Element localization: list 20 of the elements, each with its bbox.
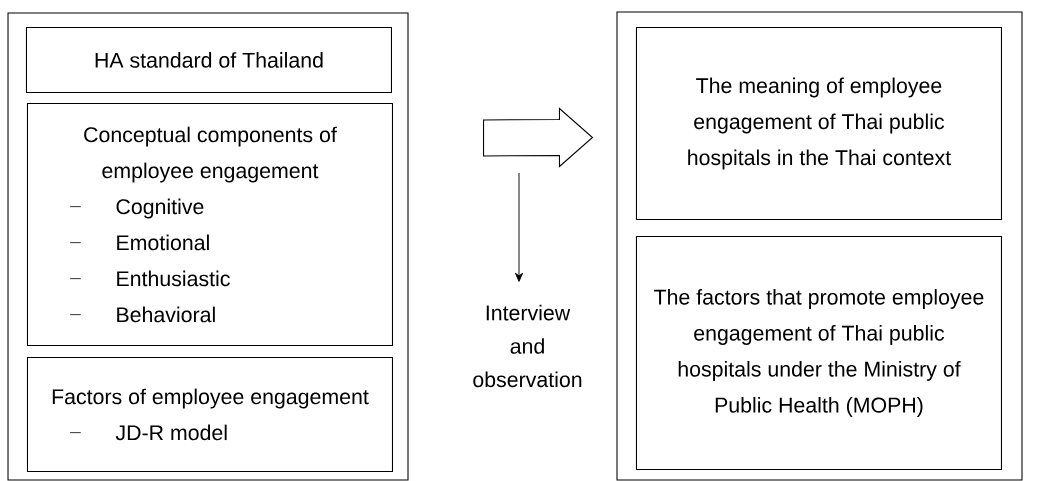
- block-arrow: [483, 107, 594, 168]
- box-heading: Factors of employee engagement: [52, 388, 369, 409]
- list-item: Emotional: [117, 234, 209, 251]
- list-item: Behavioral: [117, 306, 215, 323]
- text-box: [635, 235, 1002, 470]
- group-frame: [7, 12, 409, 481]
- text-box: [635, 26, 1002, 220]
- method-label: Interview and observation: [473, 304, 582, 388]
- box-heading: Conceptual components of employee engagement: [84, 126, 337, 183]
- list-box: [26, 102, 393, 346]
- list-box: [26, 356, 393, 472]
- box-text: The meaning of employee engagement of Thai public hospitals in the Thai context: [688, 77, 951, 170]
- text-box: [25, 26, 392, 93]
- list-item: JD-R model: [115, 424, 227, 441]
- list-item: Cognitive: [116, 198, 204, 219]
- box-text: The factors that promote employee engagement of Thai public hospitals under the Ministry of Public Health (MOPH): [654, 289, 984, 417]
- list-item: Enthusiastic: [117, 270, 230, 287]
- group-frame: [616, 11, 1023, 481]
- box-text: HA standard of Thailand: [95, 52, 323, 68]
- arrow: [514, 172, 524, 282]
